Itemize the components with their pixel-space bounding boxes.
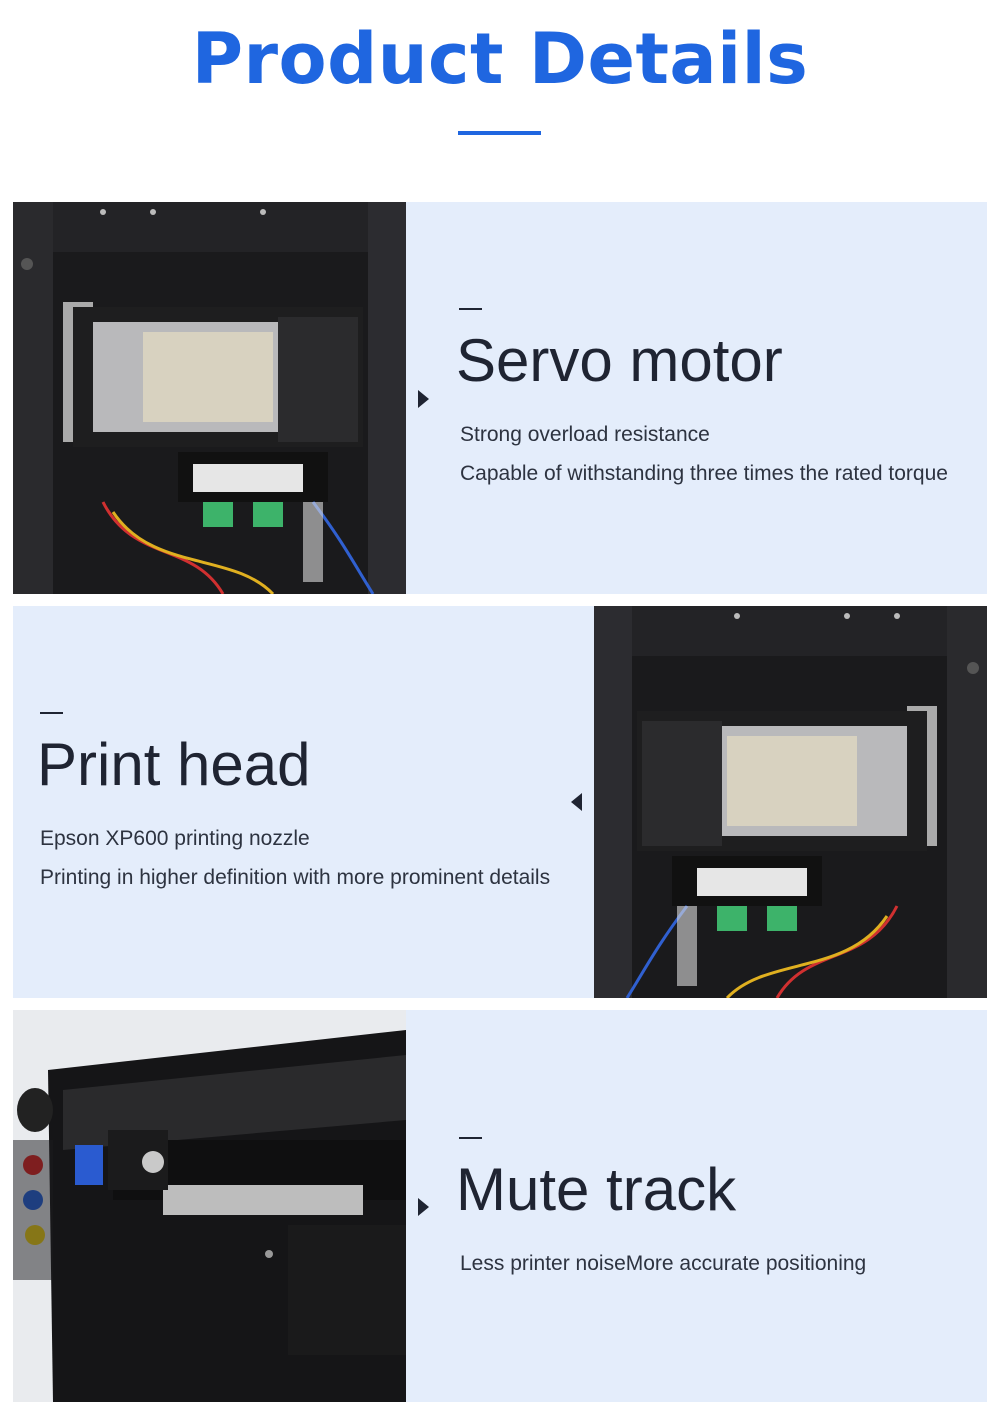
mute-track-photo [13,1010,406,1402]
feature-title: Mute track [456,1156,737,1223]
arrow-right-icon [418,390,429,408]
title-dash [459,1137,482,1139]
feature-section-servo-motor: Servo motor Strong overload resistance C… [13,202,987,594]
feature-section-print-head: Print head Epson XP600 printing nozzle P… [13,606,987,998]
arrow-right-icon [418,1198,429,1216]
title-underline [458,131,541,135]
feature-title: Servo motor [456,327,783,394]
mute-track-panel: Mute track Less printer noiseMore accura… [406,1010,987,1402]
title-dash [40,712,63,714]
print-head-photo [594,606,987,998]
servo-motor-photo [13,202,406,594]
servo-motor-panel: Servo motor Strong overload resistance C… [406,202,987,594]
title-dash [459,308,482,310]
feature-description-line: Capable of withstanding three times the … [460,462,948,485]
feature-description-line: Epson XP600 printing nozzle [40,827,310,850]
page-title: Product Details [191,18,809,100]
feature-title: Print head [37,731,311,798]
arrow-left-icon [571,793,582,811]
feature-description-line: Less printer noiseMore accurate position… [460,1252,867,1275]
print-head-panel: Print head Epson XP600 printing nozzle P… [13,606,594,998]
feature-description-line: Printing in higher definition with more … [40,866,551,889]
feature-description-line: Strong overload resistance [460,423,710,446]
feature-section-mute-track: Mute track Less printer noiseMore accura… [13,1010,987,1402]
